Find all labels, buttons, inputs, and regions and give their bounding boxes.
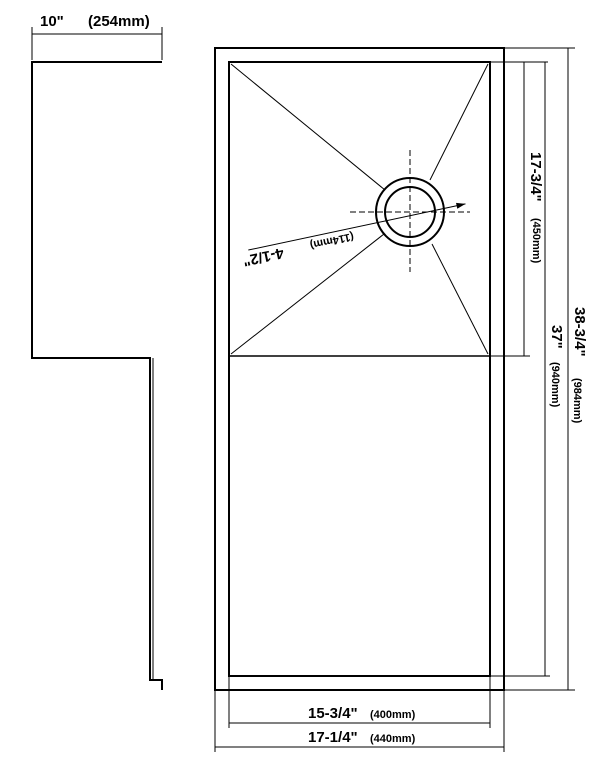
outer-width-dimension: 17-1/4" (440mm) xyxy=(214,690,505,752)
bowl-to-drain-mm-label: (450mm) xyxy=(530,218,542,264)
inner-length-inch-label: 37" xyxy=(548,325,565,349)
sink-profile-outline xyxy=(31,61,163,690)
bowl-to-drain-dimension: 17-3/4" (450mm) xyxy=(490,61,548,357)
slope-line-bottom-right xyxy=(431,243,489,355)
depth-inch-label: 10" xyxy=(40,13,64,30)
drain-diameter-mm-label: (114mm) xyxy=(308,230,354,251)
outer-rim xyxy=(214,47,505,691)
depth-mm-label: (254mm) xyxy=(88,13,150,30)
inner-width-inch-label: 15-3/4" xyxy=(308,705,358,722)
outer-length-inch-label: 38-3/4" xyxy=(571,307,588,357)
side-profile-view: 10" (254mm) xyxy=(31,13,163,690)
outer-width-mm-label: (440mm) xyxy=(370,733,416,745)
bowl-to-drain-inch-label: 17-3/4" xyxy=(527,152,544,202)
outer-length-dimension: 38-3/4" (984mm) xyxy=(504,47,588,691)
inner-length-dimension: 37" (940mm) xyxy=(490,62,565,677)
outer-length-mm-label: (984mm) xyxy=(571,378,583,424)
drain-diameter-line xyxy=(248,203,466,251)
inner-bowl xyxy=(228,61,491,677)
drain-diameter-arrow xyxy=(456,202,466,209)
slope-line-bottom-left xyxy=(230,233,385,355)
top-view: 4-1/2" (114mm) 17-3/4" (450mm) 37" (940m… xyxy=(214,47,588,752)
drain-diameter-inch-label: 4-1/2" xyxy=(241,244,285,269)
inner-width-dimension: 15-3/4" (400mm) xyxy=(228,676,491,728)
drain xyxy=(350,150,470,272)
slope-line-top-right xyxy=(429,63,489,181)
inner-length-mm-label: (940mm) xyxy=(549,362,561,408)
outer-width-inch-label: 17-1/4" xyxy=(308,729,358,746)
inner-width-mm-label: (400mm) xyxy=(370,709,416,721)
slope-line-top-left xyxy=(230,63,386,191)
